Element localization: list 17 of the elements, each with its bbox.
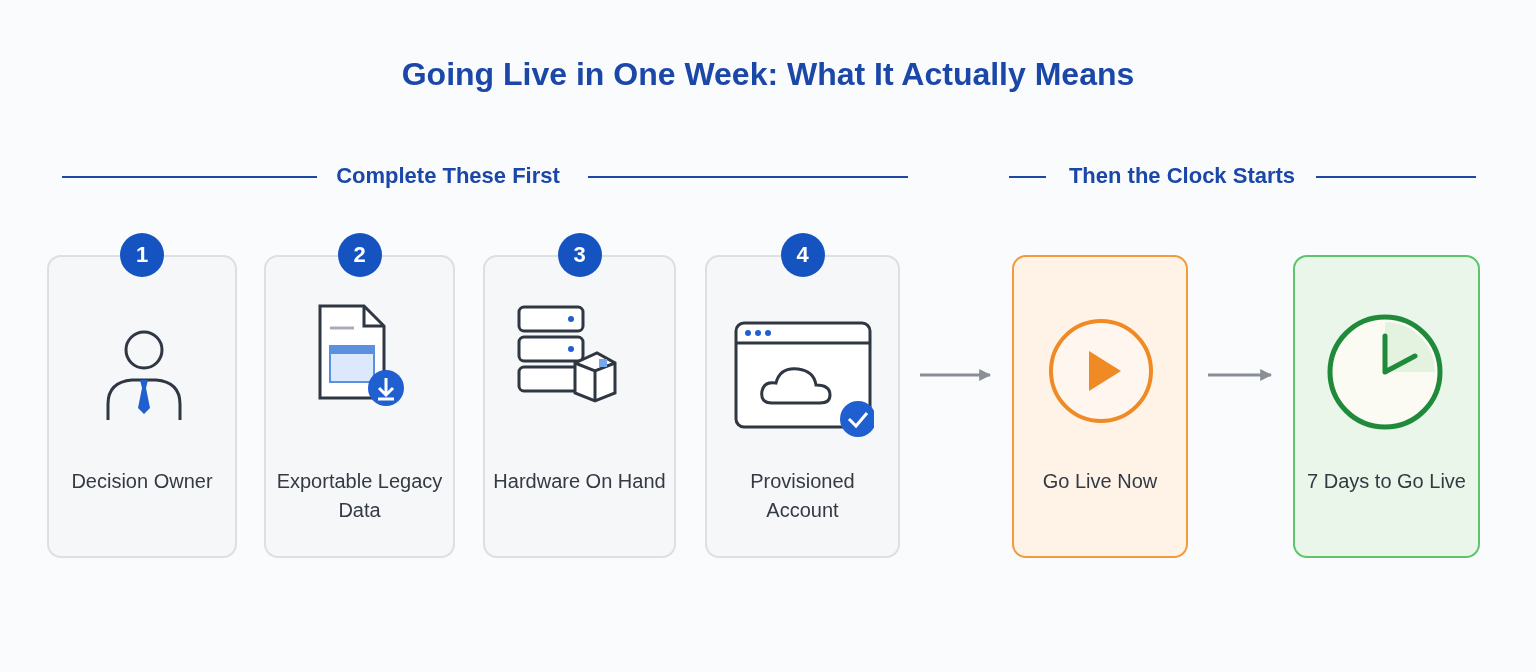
step-label: Hardware On Hand [493, 469, 666, 494]
section-heading: Complete These First [335, 163, 561, 189]
step-label: Provisioned Account [749, 469, 856, 523]
arrow [920, 369, 992, 381]
step-label: 7 Days to Go Live [1306, 469, 1467, 494]
arrow [1208, 369, 1273, 381]
section-heading: Then the Clock Starts [1067, 163, 1297, 189]
step-label: Go Live Now [1041, 469, 1159, 494]
step-number-badge: 4 [780, 233, 825, 277]
step-number-badge: 3 [557, 233, 602, 277]
step-card [1012, 255, 1188, 558]
step-number-badge: 1 [120, 233, 164, 277]
step-number-badge: 2 [337, 233, 382, 277]
step-label: Decision Owner [70, 469, 214, 494]
title: Going Live in One Week: What It Actually Means [400, 56, 1136, 93]
step-card [1293, 255, 1480, 558]
step-label: Exportable Legacy Data [275, 469, 444, 523]
